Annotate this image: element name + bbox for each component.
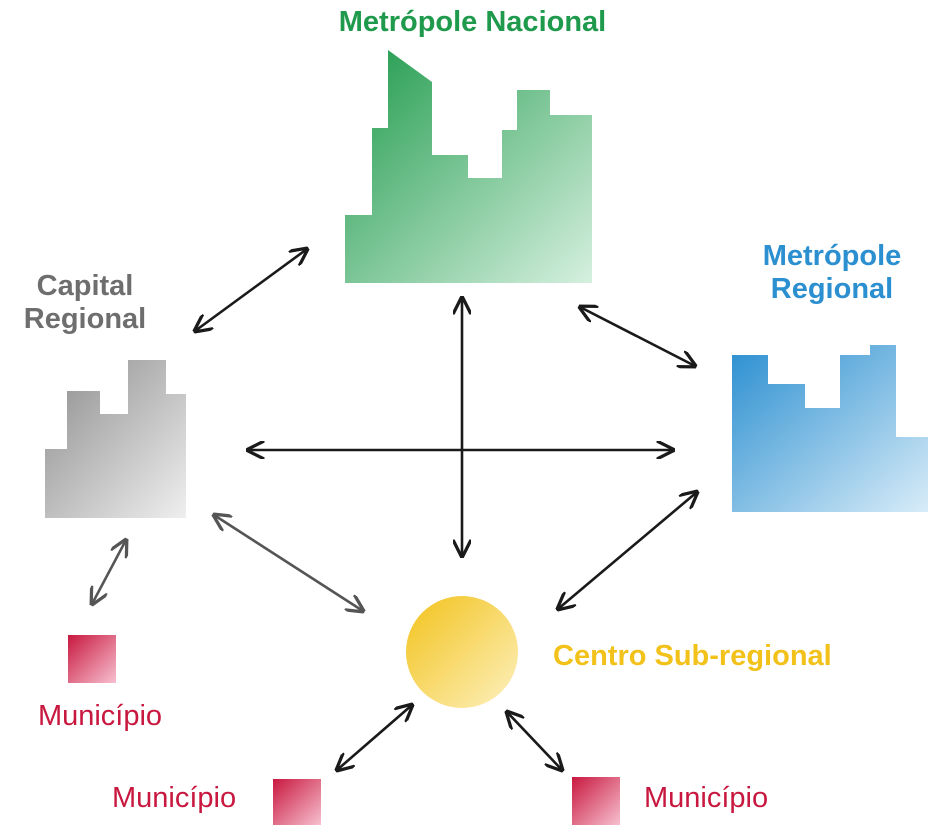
municipio-left-text: Município (37, 700, 163, 732)
capital-regional-skyline-icon (45, 360, 186, 518)
arrow-centro-municipio-right (507, 712, 562, 770)
metropole-nacional-label: Metrópole Nacional (300, 6, 645, 39)
municipio-left-label: Município (0, 700, 200, 733)
centro-sub-regional-label: Centro Sub-regional (553, 640, 832, 673)
municipio-bottom-left-square-icon (273, 779, 321, 825)
metropole-nacional-text: Metrópole Nacional (338, 6, 607, 38)
arrow-nacional-regional (580, 307, 695, 366)
capital-regional-line1: Capital (36, 270, 134, 302)
centro-sub-regional-circle-icon (406, 596, 518, 708)
arrow-centro-municipio-left (337, 705, 412, 770)
municipio-bottom-right-square-icon (572, 777, 620, 825)
arrow-capital-centro (214, 515, 363, 611)
municipio-left-square-icon (68, 635, 116, 683)
municipio-bottom-left-text: Município (112, 782, 237, 814)
arrow-capital-nacional (195, 249, 307, 331)
metropole-nacional-skyline-icon (345, 50, 592, 283)
municipio-bottom-right-text: Município (644, 782, 769, 814)
metropole-regional-skyline-icon (732, 345, 928, 512)
centro-sub-regional-text: Centro Sub-regional (553, 640, 832, 672)
capital-regional-label: Capital Regional (10, 270, 160, 337)
arrow-capital-municipio (92, 540, 126, 604)
municipio-bottom-left-label: Município (112, 782, 236, 815)
municipio-bottom-right-label: Município (644, 782, 768, 815)
metropole-regional-label: Metrópole Regional (732, 240, 928, 307)
capital-regional-line2: Regional (23, 303, 147, 336)
metropole-regional-line1: Metrópole (762, 240, 902, 272)
metropole-regional-line2: Regional (770, 273, 894, 306)
arrow-regional-centro (558, 492, 697, 609)
